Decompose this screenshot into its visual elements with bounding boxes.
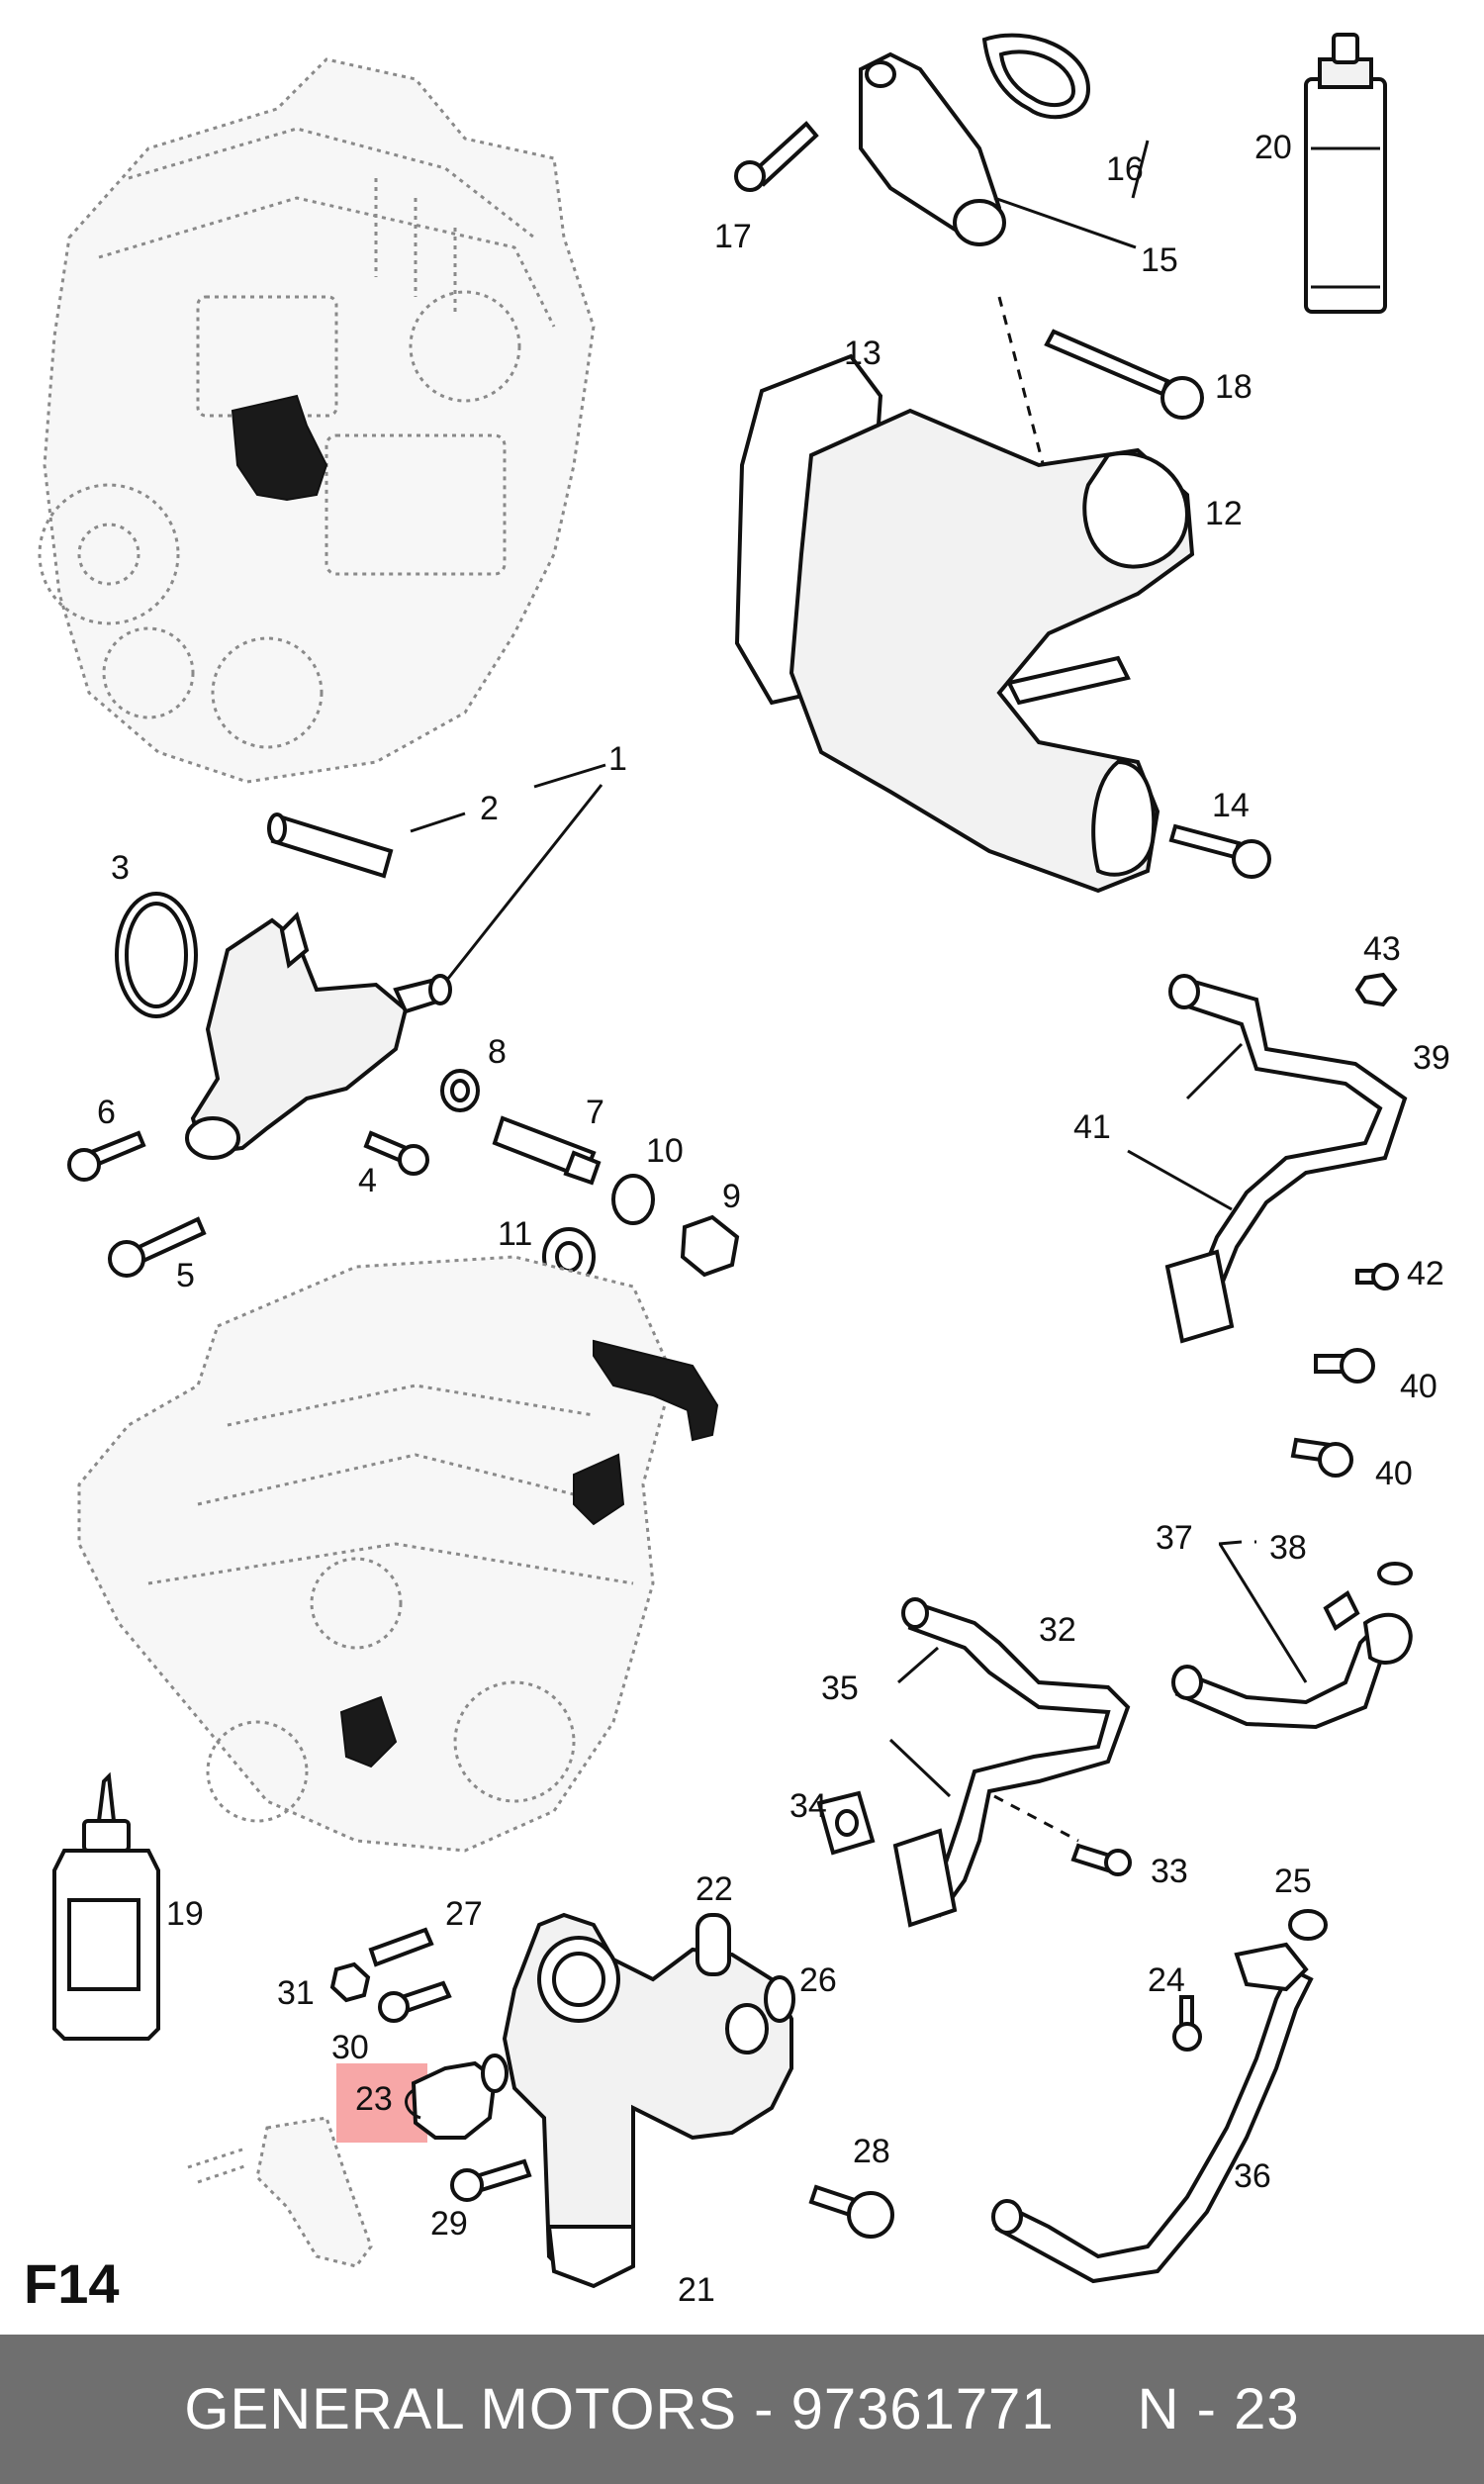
callout-32: 32 (1039, 1611, 1076, 1649)
cap-10 (611, 1174, 655, 1225)
callout-6: 6 (97, 1094, 116, 1131)
callout-23: 23 (355, 2080, 393, 2118)
callout-42: 42 (1407, 1255, 1444, 1292)
callout-13: 13 (844, 334, 881, 372)
callout-34: 34 (789, 1787, 827, 1825)
nut-31 (329, 1961, 371, 2003)
callout-11: 11 (498, 1215, 532, 1253)
callout-28: 28 (853, 2133, 890, 2170)
callout-labels: 1 2 3 4 5 6 7 8 9 10 11 12 13 14 15 16 1… (97, 129, 1450, 2309)
engine-illustration-top (38, 57, 596, 784)
callout-12: 12 (1205, 495, 1243, 532)
o-ring-26 (764, 1975, 795, 2023)
o-ring-25 (1288, 1909, 1328, 1941)
callout-43: 43 (1363, 930, 1401, 968)
callout-1: 1 (608, 740, 627, 778)
callout-10: 10 (646, 1132, 684, 1170)
callout-25: 25 (1274, 1863, 1312, 1900)
callout-31: 31 (277, 1974, 315, 2012)
callout-27: 27 (445, 1895, 483, 1933)
coolant-pipe-36 (994, 1966, 1314, 2284)
callout-5: 5 (176, 1257, 195, 1294)
bolt-14 (1168, 823, 1242, 860)
callout-19: 19 (166, 1895, 204, 1933)
callout-8: 8 (488, 1033, 507, 1071)
coolant-connector-group (67, 812, 740, 1287)
page-label: F14 (24, 2252, 120, 2315)
callout-36: 36 (1234, 2157, 1271, 2195)
callout-18: 18 (1215, 368, 1252, 406)
coolant-connector-1 (190, 917, 409, 1156)
callout-2: 2 (480, 790, 499, 827)
engine-illustration-bottom (77, 1255, 719, 1853)
oil-filter-group (52, 1771, 1328, 2289)
bolt-27 (368, 1927, 434, 1967)
coolant-pipe-group-39 (1164, 972, 1408, 1478)
footer-bar: GENERAL MOTORS - 97361771 N - 23 (0, 2335, 1484, 2484)
callout-17: 17 (714, 218, 752, 255)
callout-35: 35 (821, 1670, 859, 1707)
callout-7: 7 (586, 1094, 604, 1131)
callout-15: 15 (1141, 241, 1178, 279)
callout-33: 33 (1151, 1853, 1188, 1890)
footer-part-number: GENERAL MOTORS - 97361771 (184, 2377, 1055, 2441)
callout-24: 24 (1148, 1961, 1185, 1999)
coolant-pipe-group-32 (816, 1562, 1413, 1928)
callout-26: 26 (799, 1961, 837, 1999)
seal-22 (696, 1913, 731, 1976)
stud-2 (270, 813, 394, 879)
callout-9: 9 (722, 1178, 741, 1215)
part-23 (411, 2060, 498, 2140)
callout-38: 38 (1269, 1529, 1307, 1567)
bolt-18 (1044, 329, 1170, 397)
coolant-pipe-39 (1179, 977, 1408, 1299)
callout-20: 20 (1254, 129, 1292, 166)
callout-16: 16 (1106, 150, 1144, 188)
callout-30: 30 (331, 2029, 369, 2066)
highlight-23 (336, 2063, 427, 2143)
thermostat-housing-group (734, 33, 1387, 894)
callout-40b: 40 (1375, 1455, 1413, 1492)
callout-40a: 40 (1400, 1368, 1438, 1405)
callout-3: 3 (111, 849, 130, 887)
callout-4: 4 (358, 1162, 377, 1199)
leader-lines (410, 140, 1308, 1798)
footer-position: N - 23 (1137, 2377, 1300, 2441)
cap-9 (680, 1214, 740, 1278)
callout-14: 14 (1212, 787, 1250, 824)
callout-21: 21 (678, 2271, 715, 2309)
exploded-parts-diagram: 1 2 3 4 5 6 7 8 9 10 11 12 13 14 15 16 1… (38, 33, 1450, 2309)
callout-41: 41 (1073, 1108, 1111, 1146)
sealant-tube-20 (1304, 77, 1387, 314)
callout-39: 39 (1413, 1039, 1450, 1077)
nut-43 (1354, 972, 1398, 1007)
callout-37: 37 (1156, 1519, 1193, 1557)
callout-22: 22 (696, 1870, 733, 1908)
callout-29: 29 (430, 2205, 468, 2243)
o-ring-38 (1377, 1562, 1413, 1585)
